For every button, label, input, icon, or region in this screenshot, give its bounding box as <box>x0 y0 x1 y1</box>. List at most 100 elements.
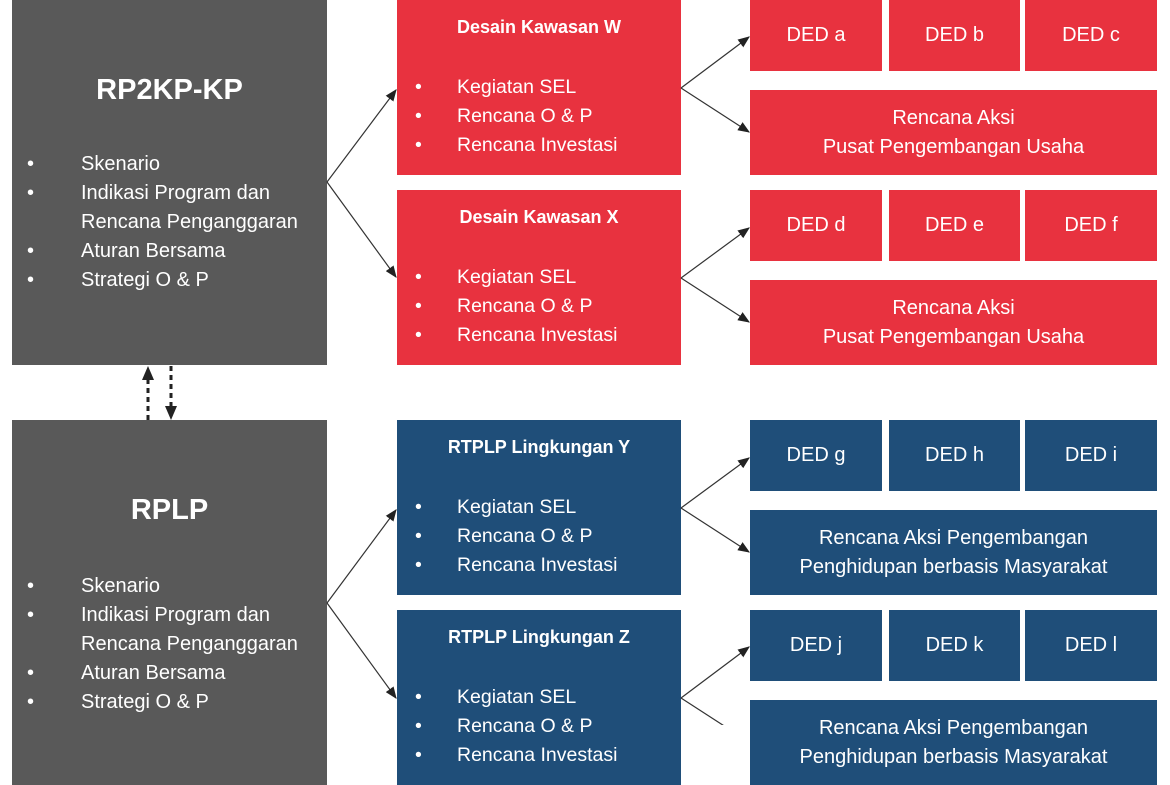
item-text: Kegiatan SEL <box>457 496 577 518</box>
bullet-icon: • <box>415 744 422 766</box>
arrow <box>680 227 750 279</box>
list-item: • Kegiatan SEL <box>397 263 617 292</box>
bullet-icon: • <box>415 496 422 518</box>
list-item: • Strategi O & P <box>12 688 298 717</box>
ded-box: DED h <box>889 420 1020 491</box>
item-text: Rencana O & P <box>457 105 593 127</box>
list-item: Rencana Penganggaran <box>12 630 298 659</box>
list-item: • Aturan Bersama <box>12 237 298 266</box>
aksi-line: Penghidupan berbasis Masyarakat <box>799 555 1108 578</box>
aksi-line: Penghidupan berbasis Masyarakat <box>799 745 1108 768</box>
ded-box: DED g <box>750 420 882 491</box>
list-item: •Rencana Investasi <box>397 741 617 770</box>
branch-list: •Kegiatan SEL•Rencana O & P•Rencana Inve… <box>397 73 617 160</box>
bullet-icon: • <box>415 554 422 576</box>
bullet-icon: • <box>27 691 35 713</box>
arrow <box>680 87 751 133</box>
arrowhead-up-icon <box>142 366 154 380</box>
list-item: •Kegiatan SEL <box>397 73 617 102</box>
list-item: • Rencana Investasi <box>397 551 617 580</box>
aksi-line: Rencana Aksi <box>892 106 1015 129</box>
list-item: •Rencana O & P <box>397 292 617 321</box>
list-item: • Skenario <box>12 150 298 179</box>
arrow <box>680 36 750 89</box>
bullet-icon: • <box>415 525 422 547</box>
list-item: •Kegiatan SEL <box>397 683 617 712</box>
ded-box: DED l <box>1025 610 1157 681</box>
bullet-icon: • <box>415 295 422 317</box>
branch-title: RTPLP Lingkungan Y <box>447 437 631 457</box>
item-text: Skenario <box>81 575 160 597</box>
item-text: Rencana Investasi <box>457 134 618 156</box>
box-title: RP2KP-KP <box>96 74 243 106</box>
item-text: Rencana O & P <box>457 525 593 547</box>
item-text: Strategi O & P <box>81 269 209 291</box>
list-item: • Indikasi Program dan <box>12 601 298 630</box>
bullet-icon: • <box>415 266 422 288</box>
item-text: Skenario <box>81 153 160 175</box>
item-text: Kegiatan SEL <box>457 266 577 288</box>
item-text: Rencana Penganggaran <box>81 633 298 655</box>
item-text: Indikasi Program dan <box>81 604 270 626</box>
aksi-line: Pusat Pengembangan Usaha <box>822 325 1085 348</box>
list-item: • Rencana O & P <box>397 522 617 551</box>
branch-title: Desain Kawasan W <box>456 17 622 37</box>
branch-box: Desain Kawasan W•Kegiatan SEL•Rencana O … <box>397 0 681 175</box>
bullet-icon: • <box>415 686 422 708</box>
bullet-icon: • <box>27 575 35 597</box>
list-item: •Aturan Bersama <box>12 659 298 688</box>
ded-box: DED j <box>750 610 882 681</box>
branch-list: •Kegiatan SEL•Rencana O & P•Rencana Inve… <box>397 263 617 350</box>
box-title: RPLP <box>130 494 209 526</box>
list-item: •Strategi O & P <box>12 266 298 295</box>
arrow <box>680 457 750 509</box>
arrow <box>326 89 397 183</box>
ded-box: DED a <box>750 0 882 71</box>
bullet-icon: • <box>27 182 35 204</box>
bullet-icon: • <box>415 324 422 346</box>
ded-box: DED i <box>1025 420 1157 491</box>
list-item: • Rencana Investasi <box>397 131 617 160</box>
branch-list: • Kegiatan SEL • Rencana O & P • Rencana Inve… <box>397 493 617 580</box>
item-text: Rencana Investasi <box>457 324 618 346</box>
ded-box: DED c <box>1025 0 1157 71</box>
connectors <box>142 36 751 725</box>
bullet-icon: • <box>415 105 422 127</box>
list-item: • Skenario <box>12 572 298 601</box>
arrowhead-down-icon <box>165 406 177 420</box>
list-item: Rencana Penganggaran <box>12 208 298 237</box>
branch-title: Desain Kawasan X <box>459 207 619 227</box>
branch-title: RTPLP Lingkungan Z <box>448 627 630 647</box>
list-item: • Rencana O & P <box>397 102 617 131</box>
aksi-line: Rencana Aksi Pengembangan <box>818 526 1089 549</box>
ded-box: DED d <box>750 190 882 261</box>
aksi-line: Pusat Pengembangan Usaha <box>822 135 1085 158</box>
ded-box: DED e <box>889 190 1020 261</box>
ded-box: DED b <box>889 0 1020 71</box>
bullet-icon: • <box>27 604 35 626</box>
arrow <box>680 697 724 725</box>
bullet-icon: • <box>27 153 35 175</box>
bullet-icon: • <box>27 240 35 262</box>
branch-box: Desain Kawasan X • Kegiatan SEL •Rencana O … <box>397 190 681 365</box>
arrow <box>326 181 397 278</box>
arrow <box>680 646 750 699</box>
bullet-icon: • <box>415 134 422 156</box>
arrow <box>326 602 397 699</box>
list-item: • Indikasi Program dan <box>12 179 298 208</box>
ded-box: DED k <box>889 610 1020 681</box>
item-text: Aturan Bersama <box>81 662 226 684</box>
item-text: Aturan Bersama <box>81 240 226 262</box>
branch-box: RTPLP Lingkungan Y • Kegiatan SEL • Rencana … <box>397 420 681 595</box>
item-text: Indikasi Program dan <box>81 182 270 204</box>
arrow <box>326 509 397 604</box>
item-text: Strategi O & P <box>81 691 209 713</box>
bullet-icon: • <box>415 76 422 98</box>
item-text: Rencana Investasi <box>457 554 618 576</box>
